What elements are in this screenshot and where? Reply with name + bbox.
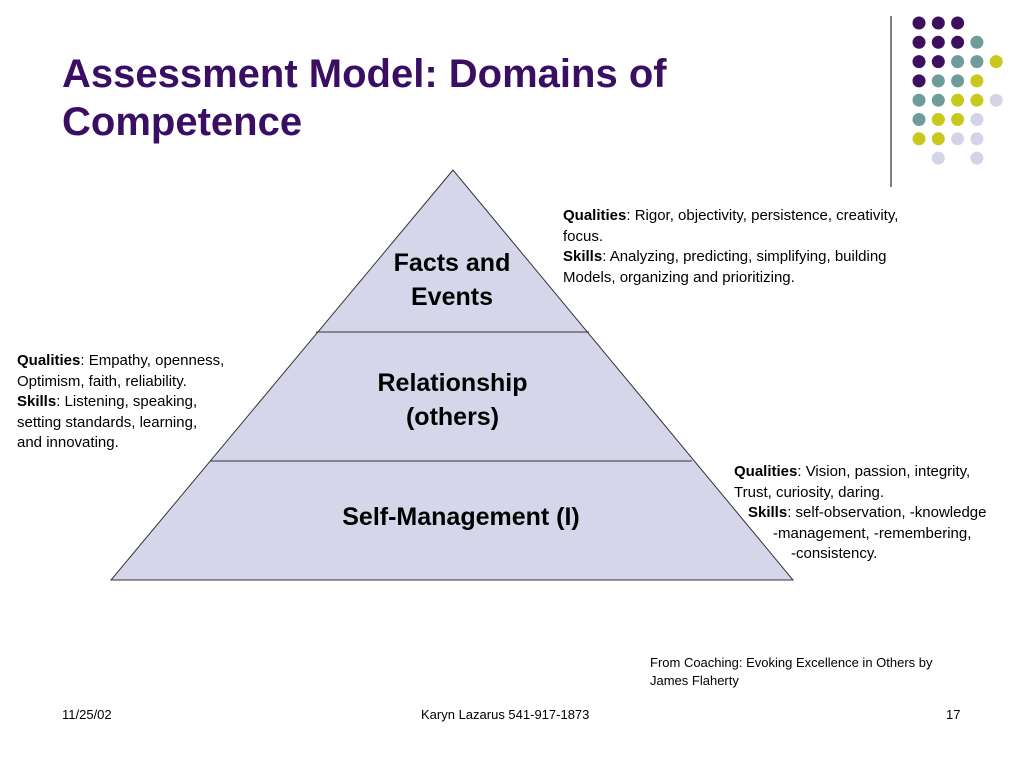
decorative-dot xyxy=(970,132,984,146)
footer-author: Karyn Lazarus 541-917-1873 xyxy=(421,707,590,722)
decorative-dot xyxy=(989,55,1003,69)
decorative-dot xyxy=(931,74,945,88)
decorative-dot xyxy=(951,113,965,126)
self-management-notes: Qualities: Vision, passion, integrity, T… xyxy=(734,463,987,562)
decorative-dot xyxy=(931,93,945,107)
footer-date: 11/25/02 xyxy=(62,707,112,722)
decorative-dot xyxy=(951,35,965,49)
decorative-dot xyxy=(912,55,926,69)
tier-self-management-label: Self-Management (I) xyxy=(342,503,580,531)
decorative-dot xyxy=(951,16,965,30)
decorative-dot-grid xyxy=(890,16,1003,187)
decorative-dot xyxy=(951,55,965,69)
decorative-dot xyxy=(912,35,926,49)
slide-title: Assessment Model: Domains of Competence xyxy=(62,52,667,144)
pyramid-shape xyxy=(109,169,795,581)
decorative-dot xyxy=(931,113,945,126)
decorative-dot xyxy=(951,74,965,88)
tier-facts-and-events-label: Facts and Events xyxy=(393,249,511,311)
decorative-dot xyxy=(912,132,926,146)
competence-pyramid xyxy=(109,169,795,581)
source-citation: From Coaching: Evoking Excellence in Oth… xyxy=(650,655,933,688)
decorative-dot xyxy=(970,55,984,69)
decorative-dot xyxy=(951,93,965,107)
decorative-dot xyxy=(951,132,965,146)
decorative-dot xyxy=(931,55,945,69)
decorative-dot xyxy=(912,93,926,107)
facts-notes: Qualities: Rigor, objectivity, persisten… xyxy=(563,207,899,286)
decorative-dot xyxy=(912,16,926,30)
footer-page-number: 17 xyxy=(946,707,961,722)
decorative-dot xyxy=(970,151,984,165)
decorative-dot xyxy=(931,16,945,30)
decorative-dot xyxy=(912,74,926,88)
decorative-dot xyxy=(912,113,926,126)
decorative-dot xyxy=(970,93,984,107)
decorative-dot xyxy=(970,113,984,126)
decorative-dot xyxy=(931,132,945,146)
decorative-dot xyxy=(989,93,1003,107)
relationship-notes: Qualities: Empathy, openness, Optimism, … xyxy=(17,352,225,451)
decorative-dot xyxy=(970,35,984,49)
decorative-dot xyxy=(970,74,984,88)
decorative-dot xyxy=(931,151,945,165)
decorative-dot xyxy=(931,35,945,49)
tier-relationship-label: Relationship (others) xyxy=(377,369,528,431)
